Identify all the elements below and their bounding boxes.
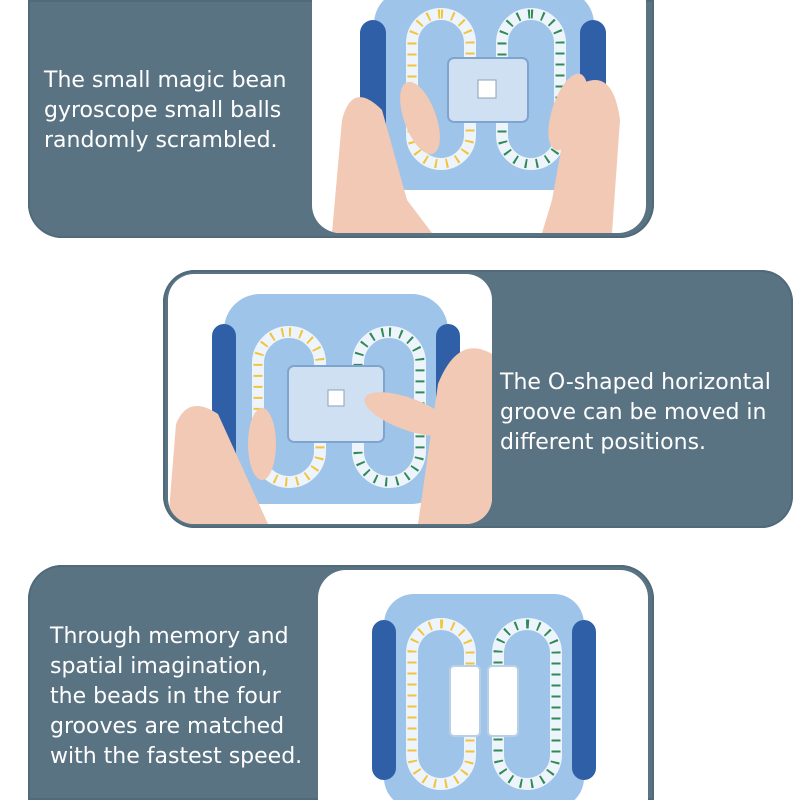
caption-panel-3: Through memory and spatial imagination, … [50,624,303,769]
product-photo-1 [312,0,646,233]
puzzle-in-hands-icon [332,0,620,233]
puzzle-slider-hand-icon [168,294,492,524]
caption-panel-1: The small magic bean gyroscope small bal… [44,68,287,153]
caption-panel-2: The O-shaped horizontal groove can be mo… [500,370,771,455]
product-photo-2 [168,274,492,524]
product-photo-3 [318,570,648,800]
puzzle-front-view-icon [372,594,596,800]
